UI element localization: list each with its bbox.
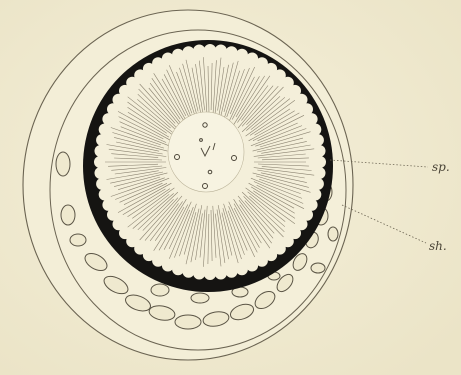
label-sp: sp. — [432, 161, 450, 173]
rim-lobe — [94, 156, 106, 168]
rim-lobe — [102, 199, 114, 211]
rim-lobe — [99, 189, 111, 201]
rim-lobe — [172, 263, 184, 275]
rim-lobe — [99, 124, 111, 136]
rim-lobe — [96, 178, 108, 190]
rim-lobe — [183, 266, 195, 278]
rim-lobe — [309, 124, 321, 136]
rim-lobe — [204, 268, 216, 280]
rim-lobe — [95, 167, 107, 179]
rim-lobe — [172, 49, 184, 61]
rim-lobe — [95, 145, 107, 157]
rim-lobe — [236, 263, 248, 275]
rim-lobe — [314, 145, 326, 157]
rim-lobe — [226, 266, 238, 278]
rim-lobe — [193, 268, 205, 280]
rim-lobe — [314, 156, 326, 168]
rim-lobe — [162, 53, 174, 65]
rim-lobe — [183, 46, 195, 58]
label-sh: sh. — [429, 240, 447, 252]
rim-lobe — [312, 178, 324, 190]
rim-lobe — [215, 268, 227, 280]
rim-lobe — [193, 45, 205, 57]
rim-lobe — [312, 134, 324, 146]
rim-lobe — [204, 44, 216, 56]
rim-lobe — [236, 49, 248, 61]
rim-lobe — [314, 167, 326, 179]
central-core — [168, 112, 244, 192]
rim-lobe — [309, 189, 321, 201]
rim-lobe — [246, 260, 258, 272]
rim-lobe — [96, 134, 108, 146]
rim-lobe — [226, 46, 238, 58]
rim-lobe — [215, 45, 227, 57]
rim-lobe — [306, 113, 318, 125]
